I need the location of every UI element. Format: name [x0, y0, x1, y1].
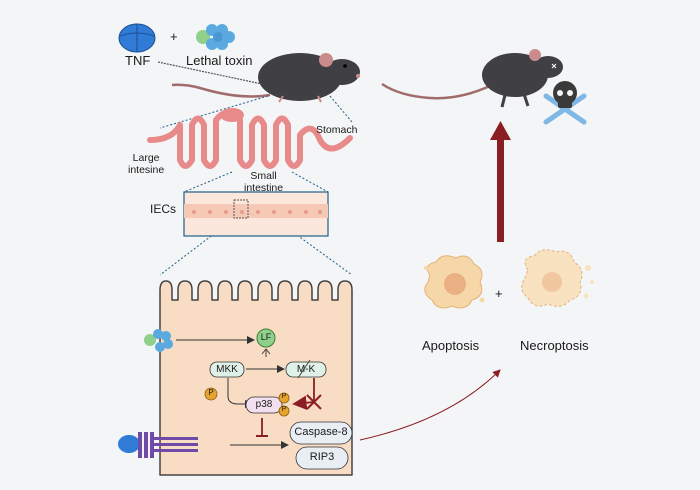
dead-mouse-icon: [381, 49, 563, 108]
apoptotic-cell-icon: [424, 255, 485, 309]
tnf-label: TNF: [125, 53, 151, 68]
p38-label: p38: [255, 399, 273, 410]
rip3-label: RIP3: [309, 451, 335, 463]
p38-inhibition: [256, 418, 268, 437]
lethal-toxin-label: Lethal toxin: [186, 53, 253, 68]
tnf-trimer-icon: [118, 23, 156, 53]
syringe-needle: [157, 61, 263, 85]
cell-to-death-arrow: [359, 369, 501, 441]
iec-panel: [183, 191, 329, 237]
necroptotic-cell-icon: [521, 249, 594, 307]
plus-death: +: [495, 286, 503, 301]
apoptosis-label: Apoptosis: [422, 338, 480, 353]
phospho-right-bottom: [278, 405, 290, 417]
blocked-cross: [306, 394, 322, 410]
p38-node: [245, 396, 283, 414]
skull-crossbones-icon: [543, 81, 587, 125]
lf-node: [256, 328, 276, 357]
mkk-node: [209, 361, 245, 378]
lethal-toxin-small-icon: [144, 329, 173, 352]
caspase8-label: Caspase-8: [294, 426, 348, 438]
death-up-arrow: [490, 121, 511, 242]
mkk-label: MKK: [216, 364, 238, 375]
plus-top: +: [170, 29, 178, 44]
mapkk-node: [285, 361, 327, 378]
mapkk-label: M-K: [296, 364, 316, 375]
large-intestine-label: Large intesine: [128, 152, 165, 176]
mouse-icon: [171, 53, 360, 103]
tnf-receptor-icon: [118, 432, 198, 458]
phospho-right-bottom-label: P: [281, 406, 287, 413]
intestine-icon: [147, 108, 353, 169]
phospho-left-label: P: [208, 388, 214, 397]
caspase8-node: [289, 421, 353, 445]
lethal-toxin-icon: [196, 24, 235, 50]
small-intestine-label: Small intestine: [244, 170, 284, 194]
phospho-left: [204, 387, 218, 401]
stomach-label: Stomach: [316, 124, 358, 136]
phospho-right-top-label: P: [281, 393, 287, 400]
iecs-label: IECs: [150, 202, 177, 216]
lf-cleavage-mark: [297, 359, 311, 379]
necroptosis-label: Necroptosis: [520, 338, 589, 353]
rip3-node: [295, 446, 349, 470]
mkk-to-p38-arrow: [227, 378, 253, 408]
phospho-right-top: [278, 392, 290, 404]
lf-label: LF: [260, 332, 272, 342]
